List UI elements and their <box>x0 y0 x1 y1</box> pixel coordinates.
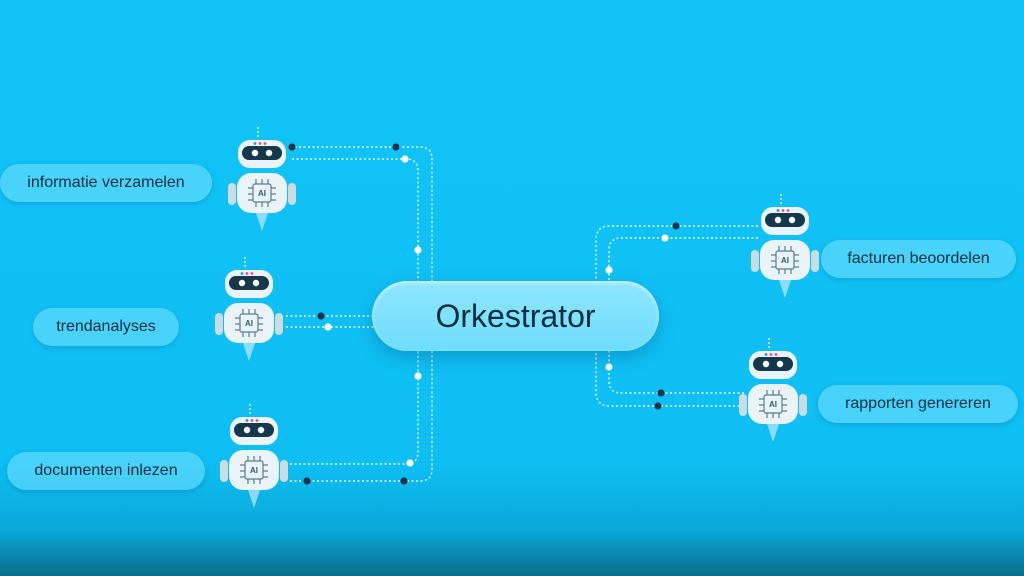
robot-thruster <box>779 280 791 298</box>
node-dot <box>317 312 325 320</box>
agent-label-facturen-beoordelen: facturen beoordelen <box>821 240 1016 278</box>
chip-icon <box>771 246 799 274</box>
robot-badge: AI <box>245 319 253 328</box>
node-dot <box>392 143 400 151</box>
chip-icon <box>759 390 787 418</box>
robot-thruster <box>243 343 255 361</box>
robot-agent-icon: AI <box>215 257 283 361</box>
connector-bottom-left-inner <box>290 345 419 465</box>
node-dot <box>406 459 414 467</box>
robot-agent-icon: AI <box>220 404 288 508</box>
connector-bottom-right-inner <box>608 350 744 394</box>
node-dot <box>654 402 662 410</box>
connector-bottom-right-outer <box>595 350 744 407</box>
connector-bottom-left-outer <box>290 345 433 482</box>
robot-thruster <box>256 213 268 231</box>
node-dot <box>324 323 332 331</box>
node-dot <box>288 143 296 151</box>
connector-top-right-inner <box>608 237 758 284</box>
node-dot <box>672 222 680 230</box>
node-dot <box>657 389 665 397</box>
agent-label-trendanalyses: trendanalyses <box>33 308 179 346</box>
node-dot <box>605 266 613 274</box>
agent-label-rapporten-genereren: rapporten genereren <box>818 385 1018 423</box>
chip-icon <box>235 309 263 337</box>
robot-thruster <box>248 490 260 508</box>
node-dot <box>414 372 422 380</box>
node-dot <box>401 155 409 163</box>
robot-agent-icon: AI <box>228 127 296 231</box>
robot-badge: AI <box>781 256 789 265</box>
node-dot <box>605 363 613 371</box>
chip-icon <box>248 179 276 207</box>
robot-badge: AI <box>769 400 777 409</box>
robot-thruster <box>767 424 779 442</box>
node-dot <box>661 234 669 242</box>
node-dot <box>414 246 422 254</box>
node-dot <box>303 477 311 485</box>
orchestrator-node: Orkestrator <box>372 281 659 351</box>
connector-top-left-outer <box>290 146 433 290</box>
agent-label-informatie-verzamelen: informatie verzamelen <box>0 164 212 202</box>
node-dot <box>400 477 408 485</box>
connector-top-right-outer <box>595 225 758 284</box>
robot-badge: AI <box>258 189 266 198</box>
agent-label-documenten-inlezen: documenten inlezen <box>7 452 205 490</box>
chip-icon <box>240 456 268 484</box>
robot-agent-icon: AI <box>751 194 819 298</box>
connector-top-left-inner <box>292 158 419 290</box>
robot-badge: AI <box>250 466 258 475</box>
robot-agent-icon: AI <box>739 338 807 442</box>
